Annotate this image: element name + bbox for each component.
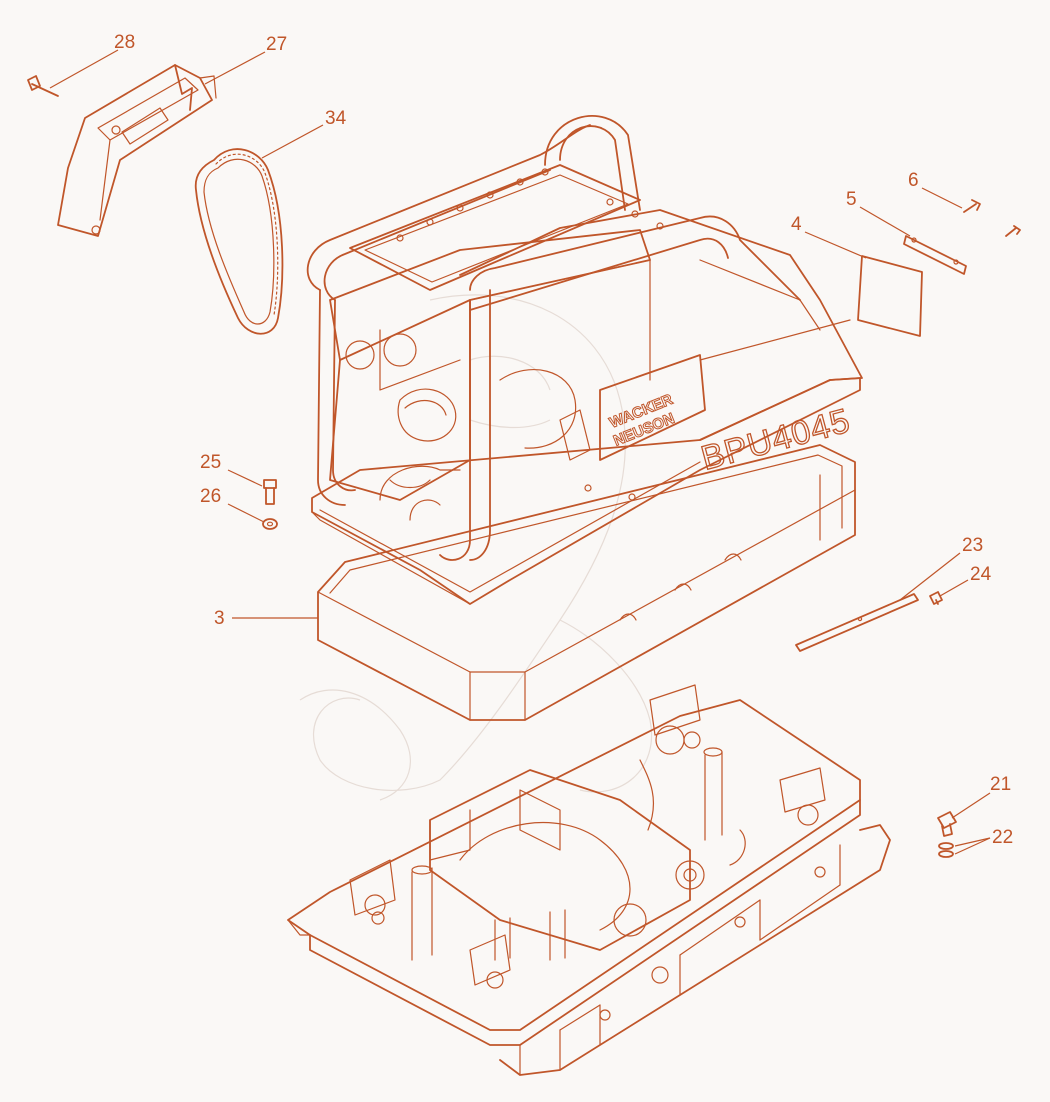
callout-23: 23 — [962, 535, 983, 556]
frame-part-3 — [317, 444, 856, 721]
callout-4: 4 — [791, 214, 802, 235]
watermark-mascot — [299, 294, 653, 801]
belt-guard-part-27 — [57, 64, 217, 237]
callout-22: 22 — [992, 827, 1013, 848]
base-plate-assembly — [287, 684, 891, 1076]
callout-21: 21 — [990, 774, 1011, 795]
bolt-part-24 — [929, 591, 943, 605]
callout-25: 25 — [200, 452, 221, 473]
callout-24: 24 — [970, 564, 992, 585]
leader-lines — [49, 49, 991, 855]
washer-part-22 — [938, 842, 954, 858]
strip-part-5 — [903, 235, 967, 275]
washer-part-26 — [262, 518, 278, 530]
callout-27: 27 — [266, 34, 287, 55]
v-belt-part-34 — [194, 148, 284, 335]
callout-5: 5 — [846, 189, 857, 210]
callout-labels: 28 27 34 6 5 4 25 26 23 24 3 21 22 — [114, 32, 1013, 848]
plate-part-4 — [857, 255, 923, 337]
bolt-part-25 — [263, 479, 277, 505]
upper-machine-assembly — [306, 115, 863, 605]
bolt-part-28 — [27, 75, 59, 97]
callout-34: 34 — [325, 108, 347, 129]
callout-3: 3 — [214, 608, 225, 629]
bolts-part-6 — [963, 199, 1021, 237]
bolt-part-21 — [937, 811, 957, 837]
callout-26: 26 — [200, 486, 221, 507]
strip-part-23 — [795, 593, 919, 652]
model-lettering: BPU4045 — [697, 402, 854, 478]
callout-6: 6 — [908, 170, 919, 191]
callout-28: 28 — [114, 32, 135, 53]
